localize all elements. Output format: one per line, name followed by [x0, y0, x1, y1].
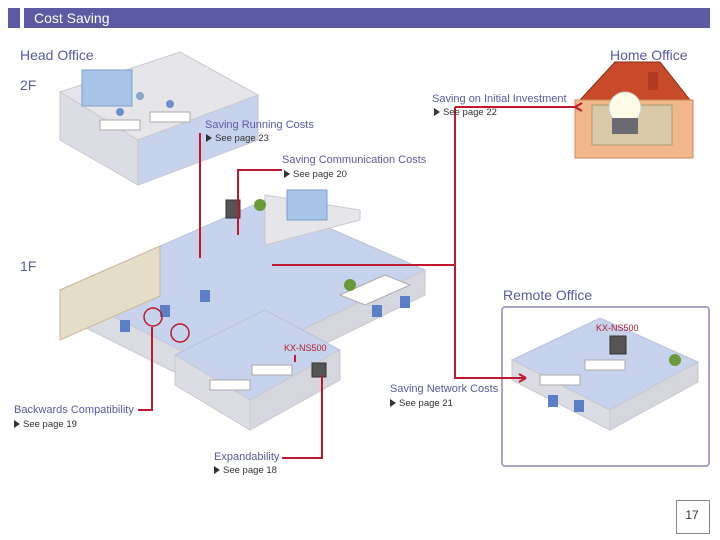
office-2f-illustration	[58, 51, 260, 186]
main-pbx-model: KX-NS500	[284, 343, 327, 353]
arrow-bullet-icon	[390, 399, 396, 407]
floor-1f-label: 1F	[20, 258, 37, 274]
remote-office-label: Remote Office	[503, 287, 593, 303]
floor-2f-label: 2F	[20, 77, 37, 93]
expandability-line	[282, 375, 323, 459]
arrow-bullet-icon	[284, 170, 290, 178]
ref-text: See page 22	[443, 107, 497, 118]
callout-network-costs-ref: See page 21	[390, 398, 453, 409]
header-accent	[20, 8, 24, 28]
callout-running-costs-title: Saving Running Costs	[205, 119, 314, 131]
callout-backwards-compat-title: Backwards Compatibility	[14, 404, 134, 416]
home-office-label: Home Office	[610, 47, 688, 63]
head-office-label: Head Office	[20, 47, 94, 63]
callout-backwards-compat-ref: See page 19	[14, 419, 77, 430]
ref-text: See page 20	[293, 169, 347, 180]
callout-initial-investment-title: Saving on Initial Investment	[432, 93, 567, 105]
ref-text: See page 18	[223, 465, 277, 476]
arrow-bullet-icon	[214, 466, 220, 474]
connector-lines	[138, 102, 583, 459]
arrow-bullet-icon	[434, 108, 440, 116]
callout-communication-costs-ref: See page 20	[284, 169, 347, 180]
page-number-box	[676, 500, 710, 534]
callout-expandability-ref: See page 18	[214, 465, 277, 476]
home-office-illustration	[574, 61, 694, 159]
callout-network-costs-title: Saving Network Costs	[390, 383, 499, 395]
backwards-compat-line	[138, 327, 153, 411]
page-number: 17	[685, 508, 699, 522]
arrow-bullet-icon	[206, 134, 212, 142]
page-title: Cost Saving	[34, 10, 110, 26]
arrow-bullet-icon	[14, 420, 20, 428]
communication-costs-line	[237, 169, 282, 235]
remote-office-illustration	[510, 317, 700, 431]
ref-text: See page 23	[215, 133, 269, 144]
ref-text: See page 19	[23, 419, 77, 430]
callout-communication-costs-title: Saving Communication Costs	[282, 154, 427, 166]
office-1f-illustration	[58, 189, 427, 431]
callout-expandability-title: Expandability	[214, 451, 280, 463]
ref-text: See page 21	[399, 398, 453, 409]
callout-running-costs-ref: See page 23	[206, 133, 269, 144]
callout-initial-investment-ref: See page 22	[434, 107, 497, 118]
header-bar	[8, 8, 710, 28]
remote-pbx-model: KX-NS500	[596, 323, 639, 333]
network-costs-line	[454, 265, 526, 379]
